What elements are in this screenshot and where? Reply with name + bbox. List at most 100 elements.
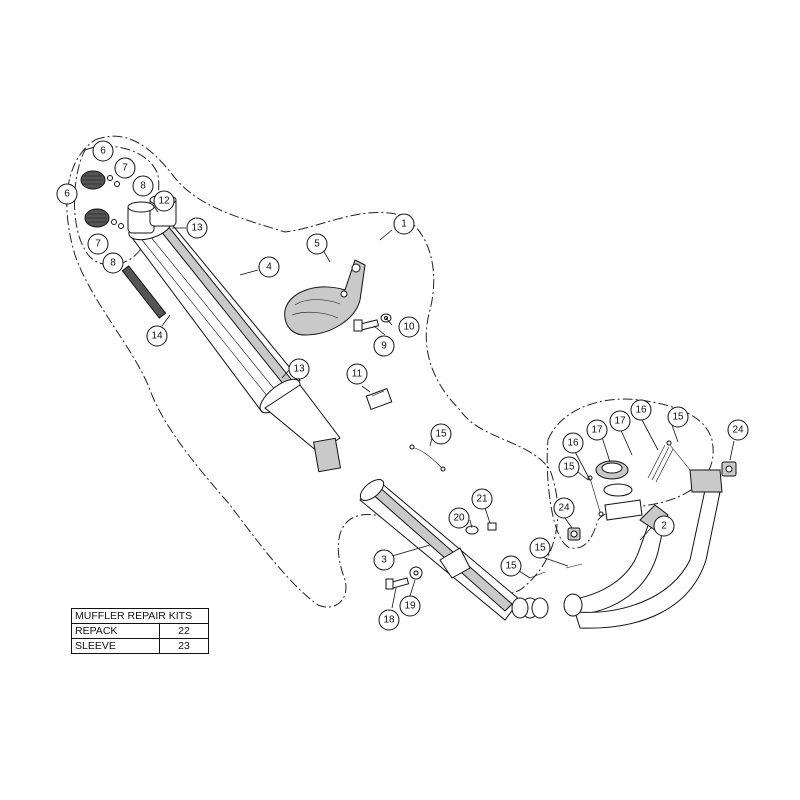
assembly-boundary-endcaps [74, 145, 160, 266]
muffler-bracket [284, 259, 366, 336]
svg-text:3: 3 [381, 555, 387, 566]
callout-10: 10 [398, 316, 420, 338]
link-pipe [359, 479, 549, 621]
svg-text:8: 8 [110, 258, 116, 269]
callout-21: 21 [471, 488, 493, 510]
callout-9: 9 [373, 335, 395, 357]
spring-1 [409, 444, 446, 472]
svg-text:6: 6 [64, 189, 70, 200]
assembly-boundary-headers [546, 398, 714, 549]
muffler-outlet-pipe [264, 384, 342, 473]
callout-15-header-left: 15 [558, 456, 580, 478]
callout-6-upper: 6 [92, 140, 114, 162]
svg-text:11: 11 [352, 369, 363, 380]
spring-3 [666, 440, 691, 471]
callout-2: 2 [653, 515, 675, 537]
svg-text:2: 2 [661, 521, 667, 532]
svg-text:17: 17 [591, 425, 603, 436]
svg-text:24: 24 [558, 503, 570, 514]
callout-16-left: 16 [562, 432, 584, 454]
svg-text:15: 15 [505, 561, 517, 572]
callout-12: 12 [153, 190, 175, 212]
sticker-label [365, 388, 393, 410]
svg-text:10: 10 [403, 322, 415, 333]
callout-13-lower: 13 [288, 358, 310, 380]
bolt [353, 319, 380, 332]
clamp-nut [409, 566, 423, 580]
callout-8-upper: 8 [132, 175, 154, 197]
end-cap-upper [80, 170, 120, 190]
svg-text:18: 18 [383, 615, 395, 626]
svg-text:9: 9 [381, 341, 387, 352]
callout-20: 20 [448, 507, 470, 529]
callout-24-left: 24 [553, 497, 575, 519]
callout-7-upper: 7 [114, 157, 136, 179]
svg-text:19: 19 [404, 601, 416, 612]
kits-table-title: MUFFLER REPAIR KITS [71, 608, 209, 624]
svg-text:21: 21 [476, 494, 488, 505]
svg-text:15: 15 [534, 543, 546, 554]
callout-3: 3 [373, 549, 395, 571]
svg-text:7: 7 [122, 163, 128, 174]
svg-text:24: 24 [732, 425, 744, 436]
kit-number-repack: 22 [159, 623, 209, 639]
kit-name-sleeve: SLEEVE [71, 638, 160, 654]
exhaust-gasket [595, 460, 633, 497]
svg-text:15: 15 [563, 462, 575, 473]
svg-text:15: 15 [672, 412, 684, 423]
damper-washer [465, 525, 479, 535]
kit-name-repack: REPACK [71, 623, 160, 639]
svg-text:15: 15 [435, 429, 447, 440]
table-row: REPACK 22 [71, 623, 209, 639]
svg-text:17: 17 [614, 416, 626, 427]
svg-text:14: 14 [151, 331, 163, 342]
callout-1: 1 [393, 213, 415, 235]
clamp-bolt [385, 577, 410, 590]
svg-text:13: 13 [293, 364, 305, 375]
callout-24-right: 24 [727, 419, 749, 441]
callout-17-left: 17 [586, 419, 608, 441]
callout-4: 4 [258, 256, 280, 278]
svg-text:16: 16 [635, 405, 647, 416]
callout-7-lower: 7 [87, 233, 109, 255]
kit-number-sleeve: 23 [159, 638, 209, 654]
spring-5 [565, 563, 583, 569]
svg-text:12: 12 [158, 196, 170, 207]
o2-sensor-plug-1 [567, 527, 581, 541]
table-row: MUFFLER REPAIR KITS [71, 608, 209, 624]
header-pipes [563, 469, 723, 629]
callout-15-header-right: 15 [667, 406, 689, 428]
svg-text:6: 6 [100, 146, 106, 157]
damper-nut [487, 522, 497, 531]
callout-14: 14 [146, 325, 168, 347]
svg-text:1: 1 [401, 219, 407, 230]
svg-text:13: 13 [191, 223, 203, 234]
svg-text:8: 8 [140, 181, 146, 192]
callout-6-lower: 6 [56, 183, 78, 205]
svg-text:4: 4 [266, 262, 272, 273]
end-cap-lower [84, 208, 124, 229]
svg-text:20: 20 [453, 513, 465, 524]
callout-8-lower: 8 [102, 252, 124, 274]
callout-15-lower-left: 15 [500, 555, 522, 577]
callout-18: 18 [378, 609, 400, 631]
callout-16-right: 16 [630, 399, 652, 421]
callout-15-link: 15 [430, 423, 452, 445]
callout-13-upper: 13 [186, 217, 208, 239]
header-spring [647, 444, 674, 483]
callout-17-right: 17 [609, 410, 631, 432]
svg-text:7: 7 [95, 239, 101, 250]
callout-5: 5 [306, 233, 328, 255]
callout-11: 11 [346, 363, 368, 385]
svg-text:5: 5 [314, 239, 320, 250]
muffler-body [121, 215, 301, 414]
callout-15-lower-right: 15 [529, 537, 551, 559]
table-row: SLEEVE 23 [71, 638, 209, 654]
o2-sensor-plug-2 [721, 461, 737, 477]
muffler-repair-kits-table: MUFFLER REPAIR KITS REPACK 22 SLEEVE 23 [71, 608, 209, 654]
svg-text:16: 16 [567, 438, 579, 449]
callout-19: 19 [399, 595, 421, 617]
spring-2 [587, 475, 604, 517]
spring-4 [529, 571, 546, 579]
